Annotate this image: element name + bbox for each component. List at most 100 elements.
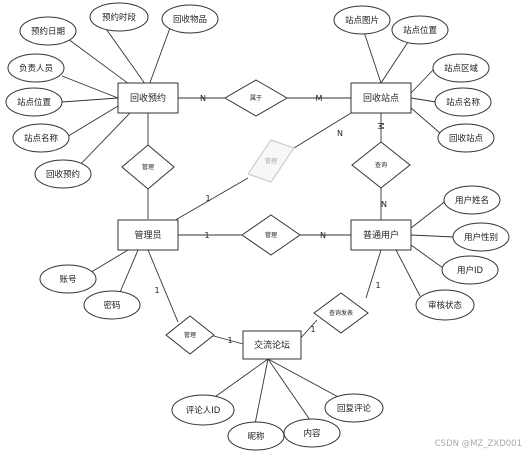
card-manage-forum: 1 <box>227 336 232 345</box>
attr-user-status[interactable]: 审核状态 <box>415 289 475 321</box>
attr-station-img[interactable]: 站点图片 <box>333 5 391 35</box>
attr-station-area[interactable]: 站点区域 <box>432 53 490 83</box>
attr-booking-name[interactable]: 站点名称 <box>12 123 70 153</box>
card-query-user: N <box>381 200 387 209</box>
relation-manage-user-label: 管理 <box>265 231 277 239</box>
attr-forum-nickname-label: 昵称 <box>247 431 265 442</box>
entity-recycle-station-label: 回收站点 <box>363 92 399 104</box>
edge-booking-items <box>147 27 171 89</box>
card-forum-query: 1 <box>310 325 315 334</box>
edge-station-area <box>410 67 436 94</box>
edge-forum-nickname <box>254 358 269 425</box>
entity-forum[interactable]: 交流论坛 <box>242 330 302 360</box>
relation-manage-booking[interactable]: 管理 <box>121 144 175 190</box>
attr-booking-location[interactable]: 站点位置 <box>5 87 63 117</box>
attr-user-gender[interactable]: 用户性别 <box>452 222 510 252</box>
attr-forum-nickname[interactable]: 昵称 <box>227 421 285 451</box>
relation-query-post[interactable]: 查询发表 <box>313 292 369 334</box>
edges <box>61 25 455 425</box>
edge-admin-manage-forum <box>147 249 179 323</box>
entity-admin-label: 管理员 <box>134 229 161 241</box>
attr-user-gender-label: 用户性别 <box>464 232 498 243</box>
attr-admin-password[interactable]: 密码 <box>83 290 141 320</box>
attr-admin-password-label: 密码 <box>103 300 120 311</box>
attr-forum-content-label: 内容 <box>303 428 321 439</box>
attr-booking-staff-label: 负责人员 <box>19 63 53 74</box>
entity-user[interactable]: 普通用户 <box>350 219 412 251</box>
attr-station-img-label: 站点图片 <box>345 15 379 26</box>
attr-booking-name-label: 站点名称 <box>24 133 59 144</box>
edge-booking-staff <box>61 75 119 99</box>
relation-manage-forum[interactable]: 管理 <box>165 315 215 355</box>
attr-station-location[interactable]: 站点位置 <box>391 15 449 45</box>
relation-belongs[interactable]: 属于 <box>224 79 288 117</box>
edge-user-name <box>410 199 448 229</box>
attr-station-location-label: 站点位置 <box>403 25 438 36</box>
edge-booking-location <box>61 97 119 103</box>
attr-booking-self-label: 回收预约 <box>46 169 80 180</box>
edge-faded-admin <box>171 177 249 223</box>
edge-forum-commenter <box>211 358 269 400</box>
attr-forum-commenter-label: 评论人ID <box>186 405 221 416</box>
attr-booking-self[interactable]: 回收预约 <box>34 159 92 189</box>
attr-admin-account[interactable]: 账号 <box>39 264 97 294</box>
entity-admin[interactable]: 管理员 <box>117 219 179 251</box>
relation-belongs-label: 属于 <box>250 95 262 102</box>
card-admin-forum: 1 <box>154 286 159 295</box>
attr-user-id[interactable]: 用户ID <box>441 255 499 285</box>
edge-forum-reply <box>267 358 343 400</box>
edge-booking-time <box>103 25 149 89</box>
attr-booking-location-label: 站点位置 <box>17 97 52 108</box>
attr-user-name[interactable]: 用户姓名 <box>443 185 501 215</box>
relation-manage-user[interactable]: 管理 <box>241 214 301 256</box>
attr-forum-content[interactable]: 内容 <box>283 418 341 448</box>
entity-recycle-station[interactable]: 回收站点 <box>350 82 412 114</box>
card-station-query: M <box>376 123 385 130</box>
edge-user-query-post <box>365 249 382 299</box>
relation-manage-booking-label: 管理 <box>142 163 154 171</box>
attr-user-id-label: 用户ID <box>457 265 484 276</box>
attr-station-self-label: 回收站点 <box>449 133 484 144</box>
attr-booking-time[interactable]: 预约时段 <box>89 2 149 32</box>
attr-station-name[interactable]: 站点名称 <box>434 87 492 117</box>
attr-user-name-label: 用户姓名 <box>455 195 489 206</box>
relation-query-post-label: 查询发表 <box>329 309 353 317</box>
relation-query[interactable]: 查询 <box>351 141 411 189</box>
card-station-faded: N <box>337 129 343 138</box>
relation-manage-forum-label: 管理 <box>184 331 196 339</box>
edge-forum-content <box>267 358 311 421</box>
attr-booking-date[interactable]: 预约日期 <box>19 16 77 46</box>
entity-forum-label: 交流论坛 <box>254 339 290 351</box>
attr-station-self[interactable]: 回收站点 <box>437 123 495 153</box>
edge-booking-self <box>74 112 131 171</box>
attr-forum-reply-label: 回复评论 <box>337 403 372 414</box>
attr-booking-staff[interactable]: 负责人员 <box>7 53 65 83</box>
attr-booking-items[interactable]: 回收物品 <box>161 4 219 34</box>
edge-admin-password <box>117 249 139 298</box>
edge-user-status <box>395 249 421 297</box>
card-belongs-station: M <box>316 94 323 103</box>
cardinality-labels: N M N 1 M N 1 N 1 1 1 1 <box>154 94 387 345</box>
attr-forum-reply[interactable]: 回复评论 <box>324 393 384 423</box>
entity-recycle-booking[interactable]: 回收预约 <box>117 82 179 114</box>
entity-user-label: 普通用户 <box>363 229 399 241</box>
edge-user-gender <box>410 234 455 238</box>
card-manage-user: N <box>320 231 326 240</box>
edge-manage-forum <box>209 334 244 345</box>
relation-manage-station-label: 管理 <box>265 157 277 165</box>
relation-manage-station[interactable]: 管理 <box>247 139 295 183</box>
edge-station-img <box>362 28 382 84</box>
attributes: 预约日期 预约时段 回收物品 负责人员 站点位置 站点名称 回收预约 <box>5 2 510 451</box>
attr-station-area-label: 站点区域 <box>444 63 479 74</box>
card-faded-admin: 1 <box>205 194 210 203</box>
edge-admin-account <box>87 249 129 275</box>
edge-user-id <box>410 244 444 269</box>
relationships: 属于 管理 管理 查询 管理 管理 查询发表 <box>121 79 411 355</box>
relation-query-label: 查询 <box>375 161 387 169</box>
entities: 回收预约 回收站点 管理员 普通用户 交流论坛 <box>117 82 412 360</box>
edge-station-name <box>410 97 437 103</box>
edge-station-faded <box>293 112 352 149</box>
attr-station-name-label: 站点名称 <box>446 97 481 108</box>
attr-forum-commenter[interactable]: 评论人ID <box>171 394 235 426</box>
watermark: CSDN @MZ_ZXD001 <box>435 439 522 449</box>
